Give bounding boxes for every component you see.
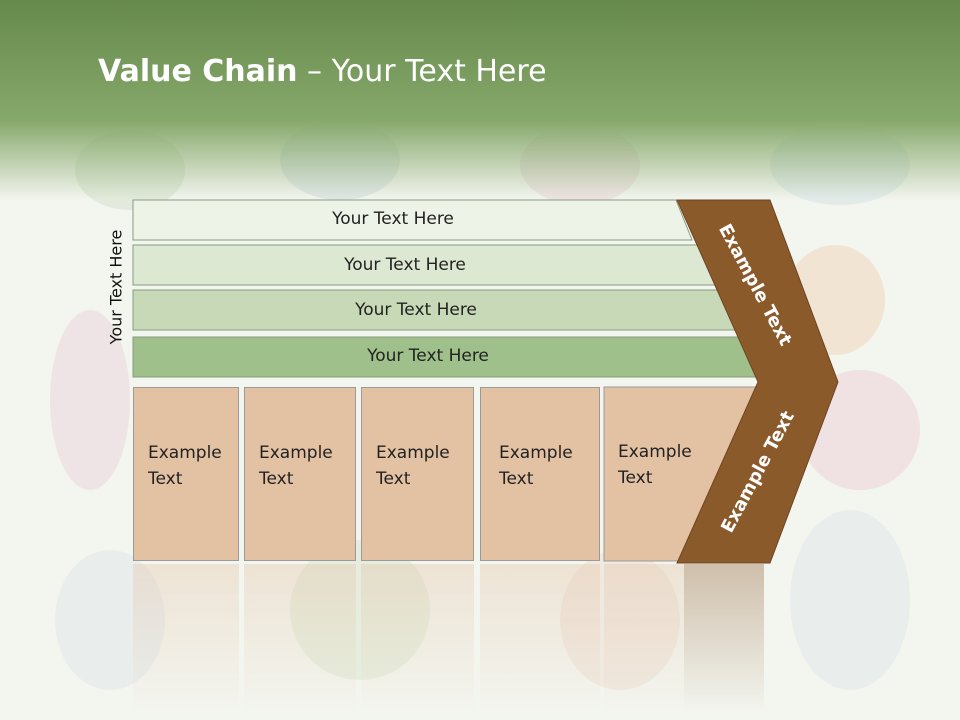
- chevron-shape: [676, 199, 839, 564]
- reflection: [0, 564, 960, 720]
- bar-1: Your Text Here: [332, 209, 454, 229]
- header-band: [0, 0, 960, 200]
- bar-3: Your Text Here: [355, 300, 477, 320]
- slide-title: Value Chain – Your Text Here: [98, 54, 547, 89]
- bar-2: Your Text Here: [344, 255, 466, 275]
- bar-shape-1: [132, 199, 693, 241]
- bar-4: Your Text Here: [367, 346, 489, 366]
